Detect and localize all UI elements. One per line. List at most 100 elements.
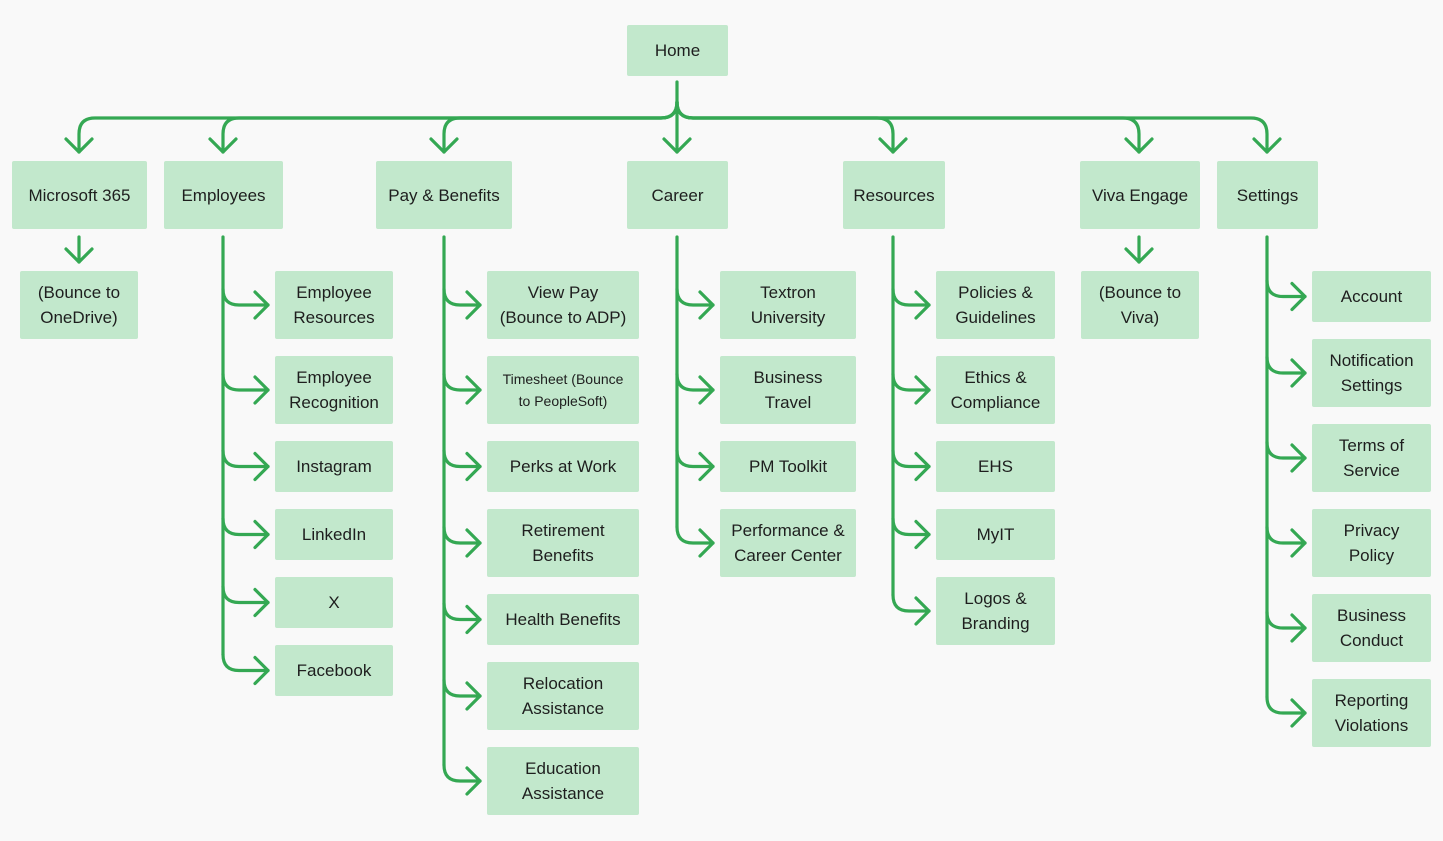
child-terms-of-service[interactable]: Terms of Service [1312,424,1431,492]
child-logos-branding[interactable]: Logos & Branding [936,577,1055,645]
section-career[interactable]: Career [627,161,728,229]
child-education-assistance[interactable]: Education Assistance [487,747,639,815]
branch-4-1 [891,372,931,392]
child-pm-toolkit[interactable]: PM Toolkit [720,441,856,492]
child-view-pay-bounce-to-adp[interactable]: View Pay (Bounce to ADP) [487,271,639,339]
branch-arrow-2-2 [465,451,482,482]
child-bounce-to-onedrive[interactable]: (Bounce to OneDrive) [20,271,138,339]
branch-arrow-2-0 [465,290,482,320]
bus-drop-2 [442,100,679,154]
child-myit[interactable]: MyIT [936,509,1055,560]
branch-arrow-4-4 [914,596,931,626]
branch-1-3 [221,516,270,537]
section-settings[interactable]: Settings [1217,161,1318,229]
drop-arrow-5 [1124,247,1154,264]
child-policies-guidelines[interactable]: Policies & Guidelines [936,271,1055,339]
child-health-benefits[interactable]: Health Benefits [487,594,639,645]
branch-1-4 [221,584,270,605]
branch-6-3 [1265,525,1307,545]
branch-4-4 [891,593,931,613]
child-ethics-compliance[interactable]: Ethics & Compliance [936,356,1055,424]
branch-6-5 [1265,695,1307,715]
arrowhead-6 [1252,137,1282,154]
arrowhead-4 [878,137,908,154]
branch-3-2 [675,448,715,469]
branch-arrow-3-3 [698,528,715,558]
branch-arrow-2-3 [465,528,482,558]
branch-arrow-1-5 [253,655,270,686]
branch-arrow-1-1 [253,375,270,405]
branch-2-5 [442,678,482,698]
section-employees[interactable]: Employees [164,161,283,229]
bus-drop-5 [675,100,1141,154]
branch-arrow-4-2 [914,451,931,482]
child-perks-at-work[interactable]: Perks at Work [487,441,639,492]
branch-6-4 [1265,610,1307,630]
child-business-travel[interactable]: Business Travel [720,356,856,424]
branch-1-1 [221,372,270,392]
branch-arrow-6-2 [1290,443,1307,473]
child-facebook[interactable]: Facebook [275,645,393,696]
branch-arrow-6-0 [1290,281,1307,312]
node-home[interactable]: Home [627,25,728,76]
branch-arrow-3-0 [698,290,715,320]
branch-1-2 [221,448,270,469]
branch-2-1 [442,372,482,392]
child-performance-career-center[interactable]: Performance & Career Center [720,509,856,577]
arrowhead-5 [1124,137,1154,154]
arrowhead-0 [64,137,94,154]
child-textron-university[interactable]: Textron University [720,271,856,339]
child-instagram[interactable]: Instagram [275,441,393,492]
bus-drop-4 [675,100,895,154]
branch-6-0 [1265,278,1307,299]
branch-4-2 [891,448,931,469]
bus-drop-0 [77,100,679,154]
child-employee-resources[interactable]: Employee Resources [275,271,393,339]
branch-4-0 [891,287,931,307]
branch-arrow-1-0 [253,290,270,320]
branch-3-3 [675,525,715,545]
child-relocation-assistance[interactable]: Relocation Assistance [487,662,639,730]
branch-arrow-3-2 [698,451,715,482]
branch-2-2 [442,448,482,469]
branch-2-4 [442,601,482,622]
branch-3-1 [675,372,715,392]
branch-4-3 [891,516,931,537]
branch-arrow-1-4 [253,587,270,618]
child-x[interactable]: X [275,577,393,628]
branch-arrow-2-4 [465,604,482,635]
branch-arrow-2-6 [465,766,482,796]
child-timesheet-bounce-to-peoplesoft[interactable]: Timesheet (Bounce to PeopleSoft) [487,356,639,424]
child-notification-settings[interactable]: Notification Settings [1312,339,1431,407]
branch-arrow-1-3 [253,519,270,550]
branch-arrow-3-1 [698,375,715,405]
branch-1-0 [221,287,270,307]
branch-arrow-2-1 [465,375,482,405]
arrowhead-3 [662,137,692,154]
section-viva-engage[interactable]: Viva Engage [1080,161,1200,229]
child-retirement-benefits[interactable]: Retirement Benefits [487,509,639,577]
section-pay-benefits[interactable]: Pay & Benefits [376,161,512,229]
branch-3-0 [675,287,715,307]
branch-arrow-4-1 [914,375,931,405]
child-bounce-to-viva[interactable]: (Bounce to Viva) [1081,271,1199,339]
child-linkedin[interactable]: LinkedIn [275,509,393,560]
child-business-conduct[interactable]: Business Conduct [1312,594,1431,662]
child-privacy-policy[interactable]: Privacy Policy [1312,509,1431,577]
arrowhead-1 [208,137,238,154]
child-employee-recognition[interactable]: Employee Recognition [275,356,393,424]
branch-arrow-6-1 [1290,358,1307,388]
bus-drop-6 [675,100,1269,154]
child-account[interactable]: Account [1312,271,1431,322]
branch-2-3 [442,525,482,545]
branch-2-6 [442,763,482,783]
section-resources[interactable]: Resources [843,161,945,229]
child-ehs[interactable]: EHS [936,441,1055,492]
branch-arrow-2-5 [465,681,482,711]
branch-1-5 [221,652,270,673]
child-reporting-violations[interactable]: Reporting Violations [1312,679,1431,747]
section-microsoft-365[interactable]: Microsoft 365 [12,161,147,229]
branch-6-1 [1265,355,1307,375]
branch-2-0 [442,287,482,307]
